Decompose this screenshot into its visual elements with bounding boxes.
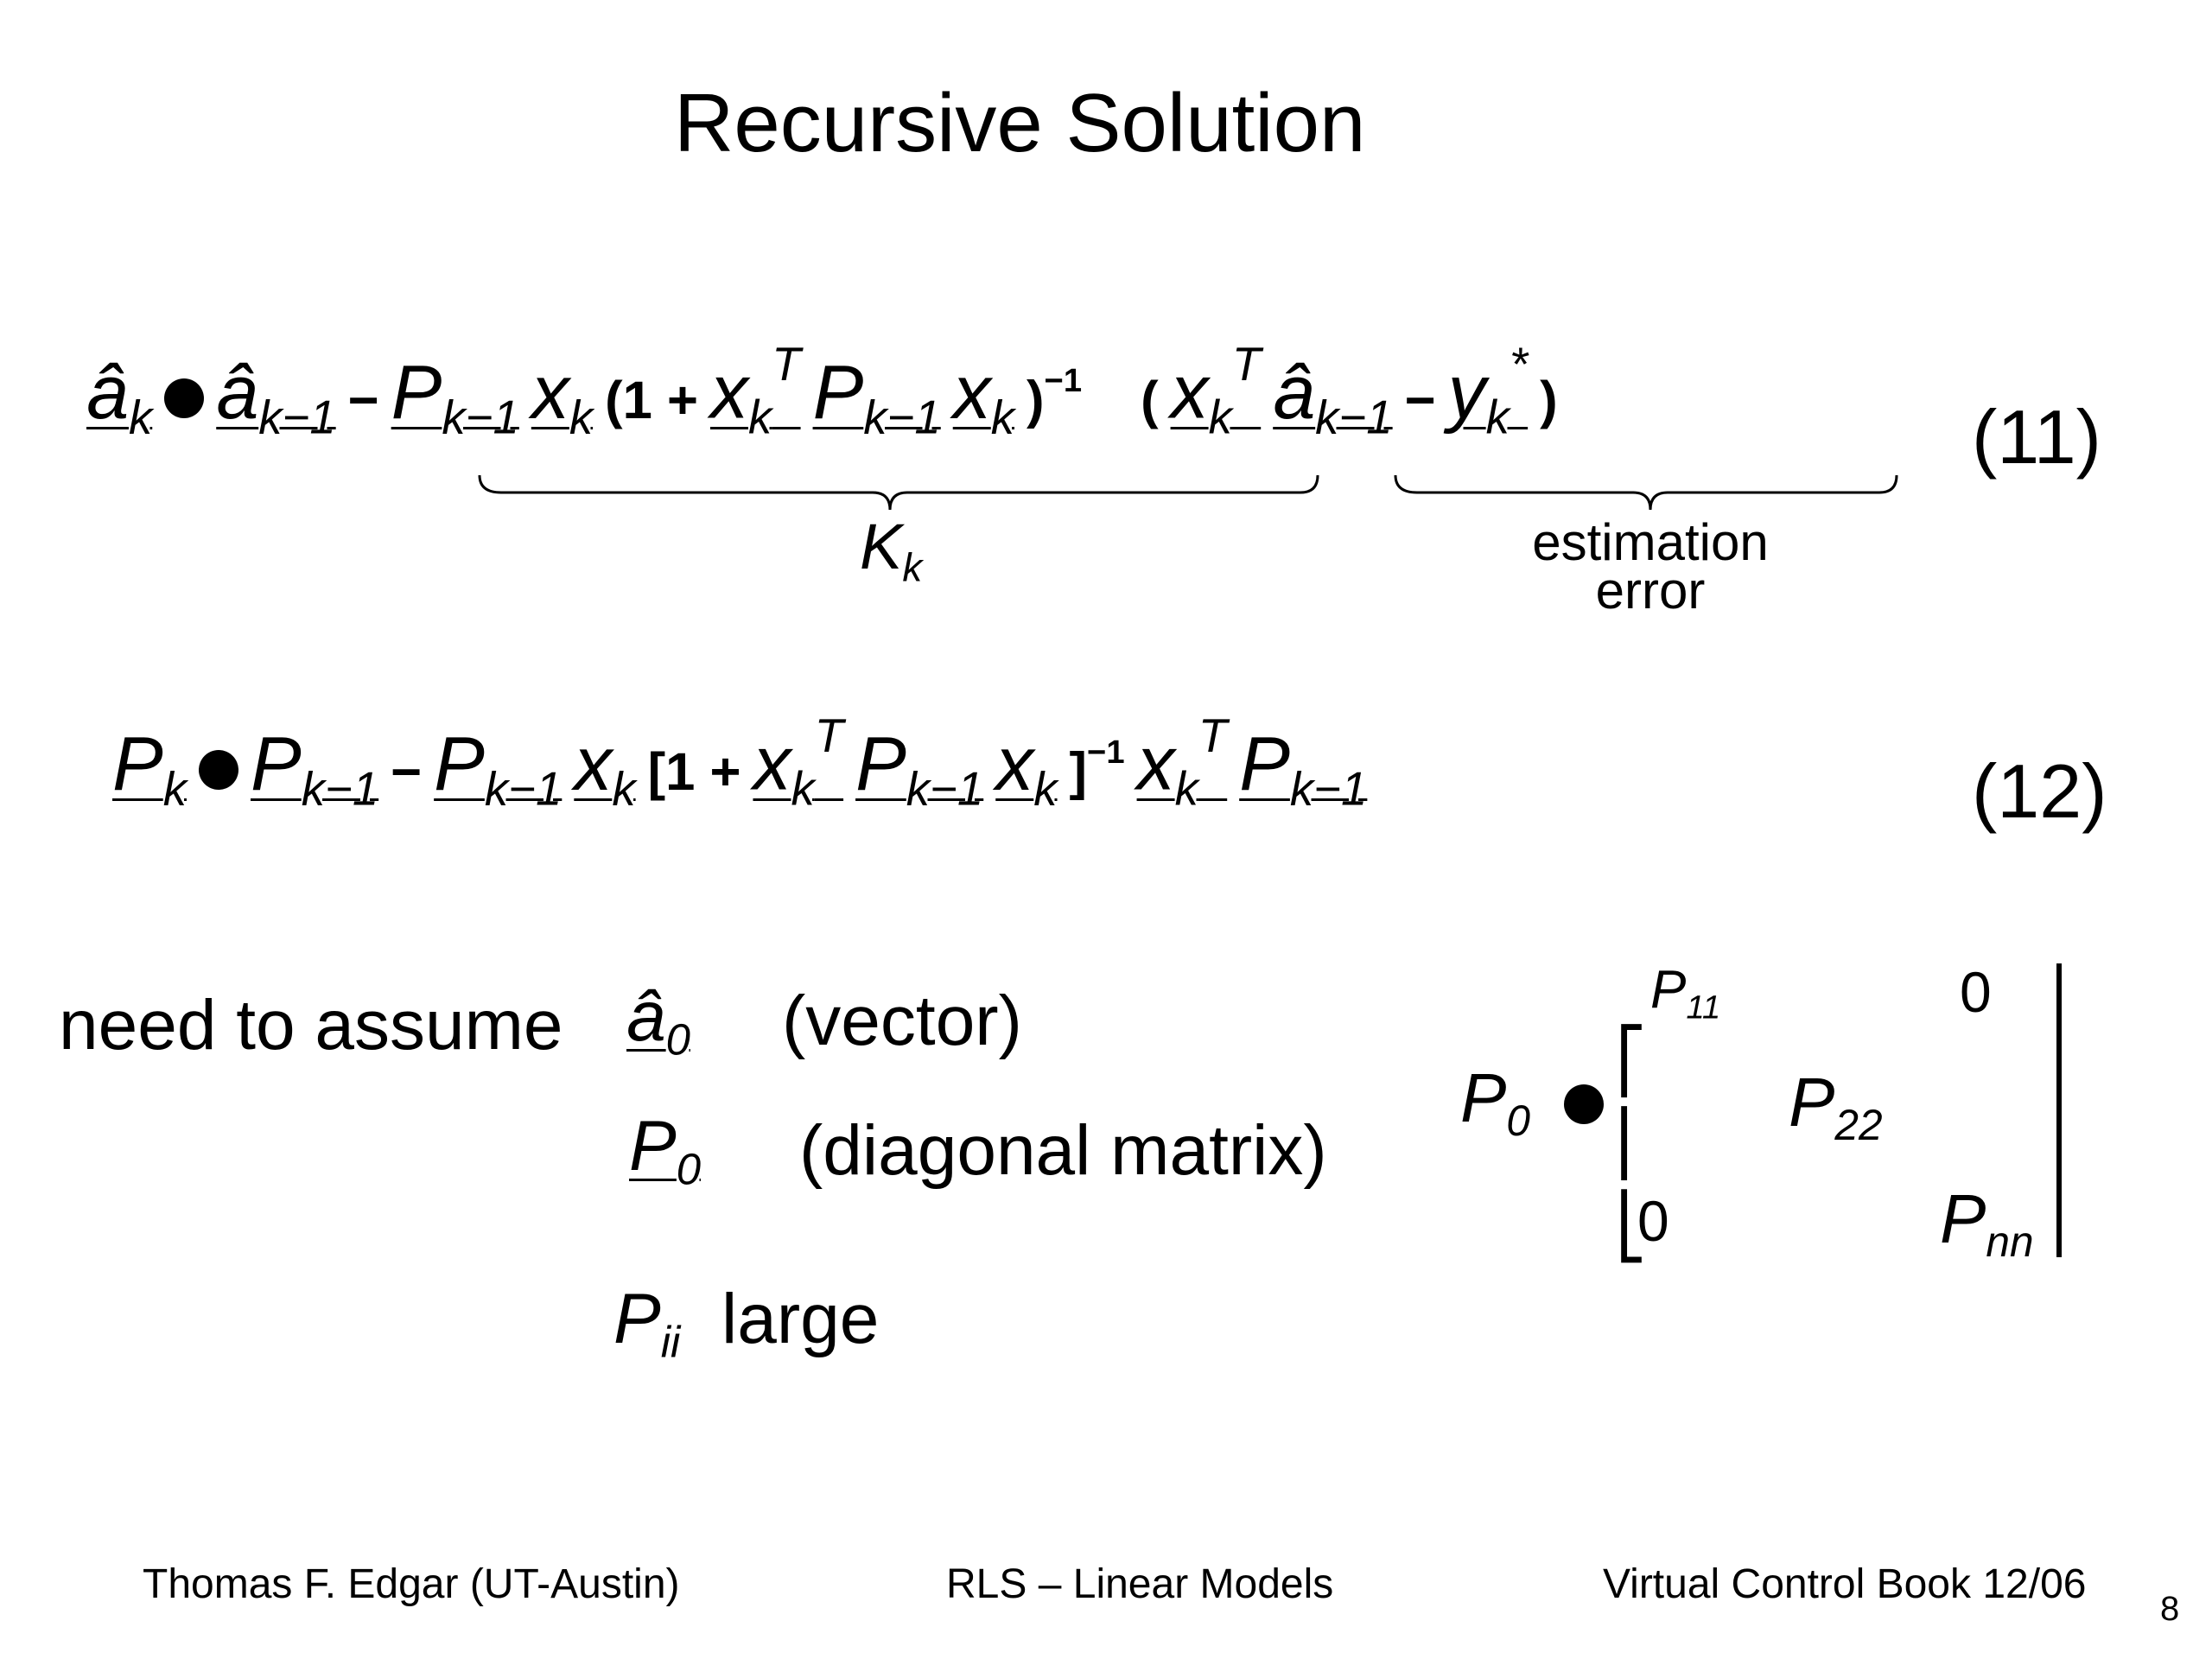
a-hat-k: âk bbox=[86, 348, 153, 444]
paren-open-glyph: ( bbox=[1141, 370, 1159, 430]
equation-11: âk âk−1 − Pk−1 xk (1 + xkT Pk−1 xk )−1 (… bbox=[86, 337, 1570, 444]
x-k-12b: xk bbox=[995, 720, 1058, 816]
x-k-T-12b: xkT bbox=[1136, 709, 1228, 816]
P-k: Pk bbox=[112, 720, 187, 816]
matrix-lhs: P0 bbox=[1460, 1059, 1530, 1145]
minus-glyph-12: − bbox=[391, 741, 423, 802]
page-number: 8 bbox=[2160, 1590, 2180, 1628]
P-k-1-12b: Pk−1 bbox=[434, 720, 563, 816]
estimation-error-label: estimation error bbox=[1532, 513, 1769, 620]
a-hat-k-1-b: âk−1 bbox=[1273, 348, 1393, 444]
minus-glyph-b: − bbox=[1404, 370, 1436, 430]
bracket-open-glyph: (1 + bbox=[605, 370, 698, 430]
P-k-1-12c: Pk−1 bbox=[855, 720, 984, 816]
paren-close-glyph: ) bbox=[1540, 370, 1558, 430]
P-k-1-b: Pk−1 bbox=[812, 348, 941, 444]
matrix-pnn: Pnn bbox=[1940, 1180, 2034, 1266]
x-k-T-12: xkT bbox=[753, 709, 844, 816]
equals-glyph-12 bbox=[198, 749, 238, 790]
x-k: xk bbox=[531, 348, 594, 444]
a0-description: (vector) bbox=[782, 982, 1022, 1060]
equals-glyph bbox=[164, 378, 205, 418]
P-k-1-12: Pk−1 bbox=[250, 720, 379, 816]
bracket-open-glyph-12: [1 + bbox=[647, 741, 741, 802]
gain-underbrace bbox=[478, 474, 1319, 511]
footer-author: Thomas F. Edgar (UT-Austin) bbox=[143, 1561, 680, 1607]
matrix-bracket-glyph: ⎡⎢⎣ bbox=[1616, 1027, 1647, 1262]
assume-lead: need to assume bbox=[59, 986, 563, 1065]
matrix-zero-bottom: 0 bbox=[1637, 1189, 1669, 1253]
matrix-zero-top: 0 bbox=[1960, 960, 1992, 1024]
P0-symbol: P0 bbox=[629, 1107, 701, 1194]
error-underbrace bbox=[1394, 474, 1898, 511]
P-k-1-12d: Pk−1 bbox=[1239, 720, 1368, 816]
matrix-right-bracket bbox=[2056, 963, 2062, 1257]
P-k-1: Pk−1 bbox=[391, 348, 519, 444]
slide-title: Recursive Solution bbox=[674, 77, 1366, 169]
matrix-p11: P11 bbox=[1650, 960, 1721, 1027]
Pii-symbol: Pii bbox=[613, 1280, 681, 1367]
minus-glyph: − bbox=[347, 370, 379, 430]
y-k-star: yk* bbox=[1447, 338, 1529, 444]
a-hat-k-1: âk−1 bbox=[216, 348, 336, 444]
matrix-p22: P22 bbox=[1789, 1064, 1883, 1149]
matrix-equals-glyph bbox=[1564, 1084, 1604, 1124]
a0-symbol: â0 bbox=[626, 977, 690, 1065]
x-k-b: xk bbox=[952, 348, 1015, 444]
P0-description: (diagonal matrix) bbox=[799, 1111, 1327, 1190]
gain-label: Kk bbox=[860, 511, 923, 590]
bracket-close-glyph: )−1 bbox=[1027, 362, 1083, 430]
equation-12: Pk Pk−1 − Pk−1 xk [1 + xkT Pk−1 xk ]−1 x… bbox=[112, 709, 1379, 816]
x-k-T-b: xkT bbox=[1170, 338, 1262, 444]
underbraces bbox=[478, 474, 1898, 511]
bracket-close-glyph-12: ]−1 bbox=[1069, 734, 1125, 802]
x-k-12: xk bbox=[574, 720, 636, 816]
x-k-T: xkT bbox=[709, 338, 801, 444]
footer-source: Virtual Control Book 12/06 bbox=[1603, 1561, 2087, 1607]
equation-12-number: (12) bbox=[1972, 748, 2107, 834]
equation-11-number: (11) bbox=[1972, 394, 2101, 480]
footer-topic: RLS – Linear Models bbox=[946, 1561, 1334, 1607]
Pii-description: large bbox=[721, 1280, 880, 1358]
